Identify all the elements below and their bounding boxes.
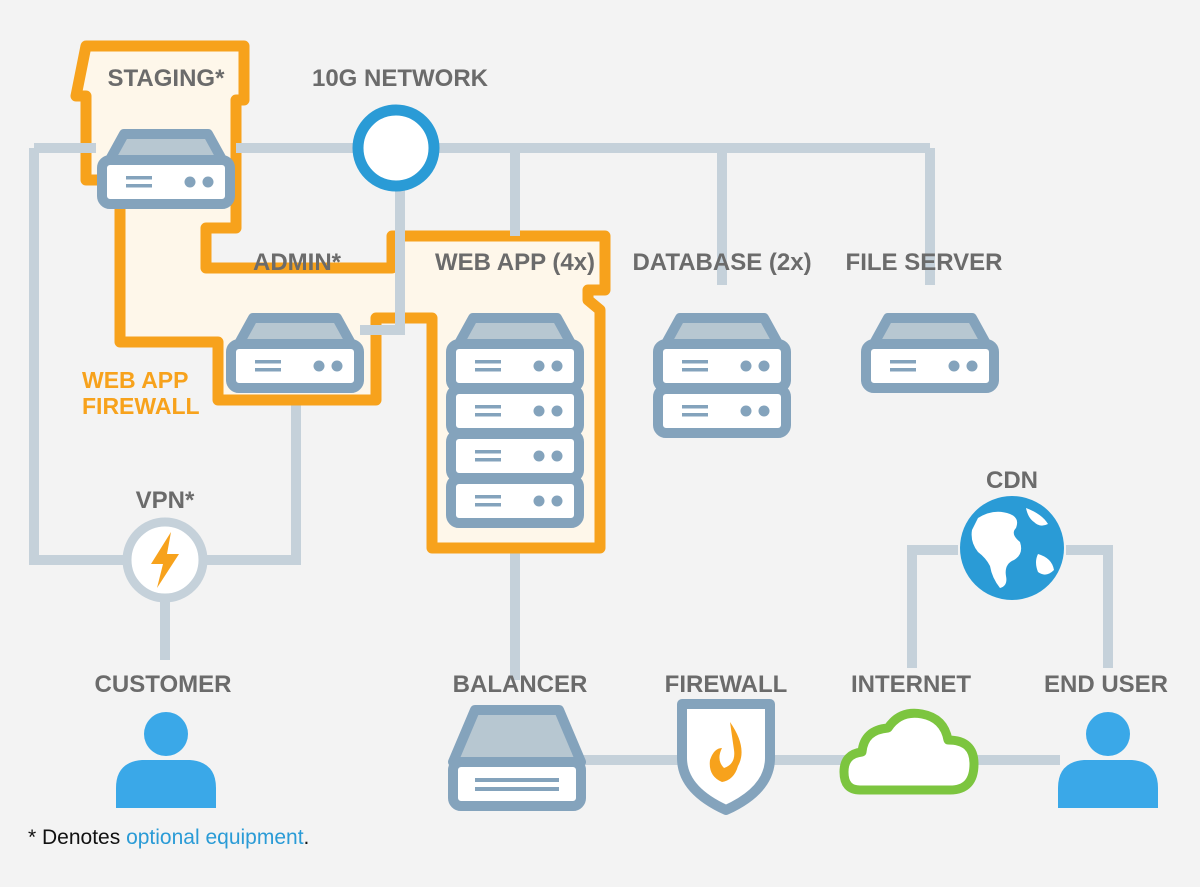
footnote-prefix: * Denotes bbox=[28, 826, 127, 849]
server-icon bbox=[102, 134, 230, 204]
person-icon bbox=[116, 712, 216, 808]
optional-equipment-link[interactable]: optional equipment bbox=[126, 826, 304, 849]
label-internet: INTERNET bbox=[851, 671, 971, 698]
server-icon bbox=[866, 318, 994, 388]
cdn-left-line bbox=[907, 545, 958, 668]
person-icon bbox=[1058, 712, 1158, 808]
label-staging: STAGING* bbox=[108, 65, 226, 92]
admin-server[interactable] bbox=[231, 318, 359, 388]
server-icon bbox=[448, 705, 586, 811]
database-servers[interactable] bbox=[658, 318, 786, 433]
label-waf-line1: WEB APP bbox=[82, 367, 189, 393]
webapp-servers[interactable] bbox=[451, 318, 579, 523]
firewall-node[interactable] bbox=[677, 699, 775, 815]
server-icon bbox=[451, 318, 579, 523]
cdn-node[interactable] bbox=[960, 496, 1064, 600]
label-balancer: BALANCER bbox=[453, 671, 588, 698]
file-server[interactable] bbox=[866, 318, 994, 388]
label-enduser: END USER bbox=[1044, 671, 1168, 698]
label-firewall: FIREWALL bbox=[665, 671, 788, 698]
network-hub bbox=[352, 104, 440, 192]
staging-server[interactable] bbox=[102, 134, 230, 204]
label-waf-line2: FIREWALL bbox=[82, 393, 200, 419]
cloud-icon bbox=[839, 708, 979, 795]
circle-hub-icon bbox=[352, 104, 440, 192]
footnote: * Denotes optional equipment. bbox=[28, 826, 309, 850]
staging-vpn-line bbox=[29, 148, 125, 565]
label-vpn: VPN* bbox=[136, 487, 195, 514]
label-webapp: WEB APP (4x) bbox=[435, 249, 595, 276]
server-icon bbox=[231, 318, 359, 388]
label-network: 10G NETWORK bbox=[312, 65, 489, 92]
admin-vpn-line bbox=[205, 390, 301, 565]
balancer-server[interactable] bbox=[448, 705, 586, 811]
label-cdn: CDN bbox=[986, 467, 1038, 494]
server-icon bbox=[658, 318, 786, 433]
cdn-right-line bbox=[1066, 545, 1113, 668]
label-database: DATABASE (2x) bbox=[632, 249, 811, 276]
enduser-node[interactable] bbox=[1058, 712, 1158, 808]
footnote-suffix: . bbox=[303, 826, 310, 849]
lightning-bolt-icon bbox=[151, 532, 179, 588]
label-fileserver: FILE SERVER bbox=[846, 249, 1003, 276]
label-admin: ADMIN* bbox=[253, 249, 342, 276]
internet-node[interactable] bbox=[839, 708, 979, 795]
globe-icon bbox=[960, 496, 1064, 600]
vpn-node[interactable] bbox=[122, 517, 208, 603]
label-customer: CUSTOMER bbox=[95, 671, 232, 698]
shield-flame-icon bbox=[677, 699, 775, 815]
customer-node[interactable] bbox=[116, 712, 216, 808]
